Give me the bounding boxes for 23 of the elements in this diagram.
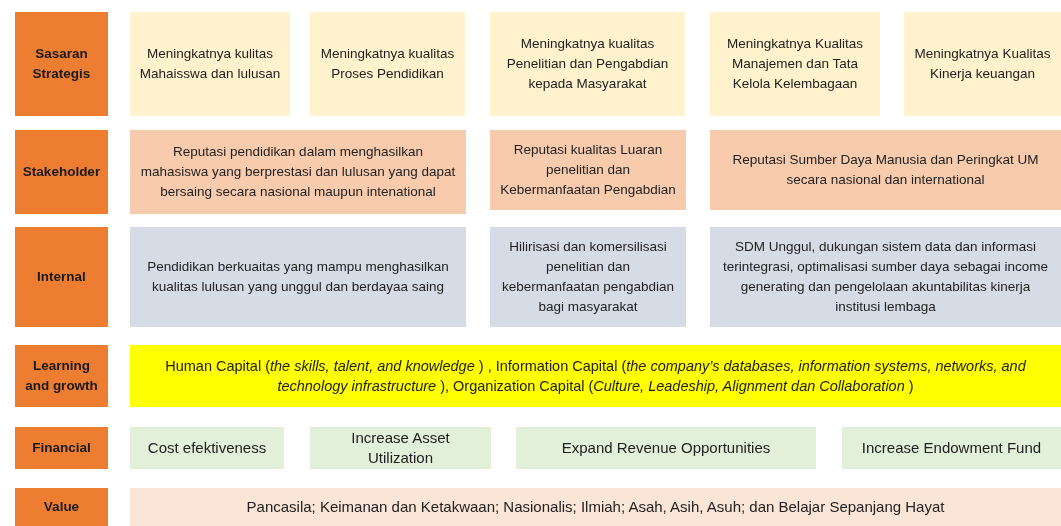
financial-box: Increase Asset Utilization bbox=[310, 427, 491, 469]
financial-box: Cost efektiveness bbox=[130, 427, 284, 469]
row-header: Internal bbox=[15, 227, 108, 327]
row-header: Financial bbox=[15, 427, 108, 469]
internal-process-box: Hilirisasi dan komersilisasi penelitian dan kebermanfaatan pengabdian bagi masyarakat bbox=[490, 227, 686, 327]
learning-growth-band: Human Capital (the skills, talent, and knowledge ) , Information Capital (the company’s databases, information systems, networks, and technology infrastructure ), Organization Capital (Culture, Leadeship, Alignment dan Collaboration ) bbox=[130, 345, 1061, 407]
row-header: Value bbox=[15, 488, 108, 526]
objective-box: Meningkatnya kualitas Proses Pendidikan bbox=[310, 12, 465, 116]
row-header: Sasaran Strategis bbox=[15, 12, 108, 116]
row-header: Stakeholder bbox=[15, 130, 108, 214]
objective-box: Meningkatnya kulitas Mahaisswa dan lulusan bbox=[130, 12, 290, 116]
objective-box: Meningkatnya Kualitas Manajemen dan Tata Kelola Kelembagaan bbox=[710, 12, 880, 116]
value-band: Pancasila; Keimanan dan Ketakwaan; Nasionalis; Ilmiah; Asah, Asih, Asuh; dan Belajar Sepanjang Hayat bbox=[130, 488, 1061, 526]
stakeholder-box: Reputasi Sumber Daya Manusia dan Peringkat UM secara nasional dan international bbox=[710, 130, 1061, 210]
objective-box: Meningkatnya Kualitas Kinerja keuangan bbox=[904, 12, 1061, 116]
stakeholder-box: Reputasi pendidikan dalam menghasilkan mahasiswa yang berprestasi dan lulusan yang dapat bersaing secara nasional maupun intenational bbox=[130, 130, 466, 214]
stakeholder-box: Reputasi kualitas Luaran penelitian dan Kebermanfaatan Pengabdian bbox=[490, 130, 686, 210]
financial-box: Increase Endowment Fund bbox=[842, 427, 1061, 469]
row-header: Learning and growth bbox=[15, 345, 108, 407]
internal-process-box: Pendidikan berkuaitas yang mampu menghasilkan kualitas lulusan yang unggul dan berdayaa saing bbox=[130, 227, 466, 327]
financial-box: Expand Revenue Opportunities bbox=[516, 427, 816, 469]
objective-box: Meningkatnya kualitas Penelitian dan Pengabdian kepada Masyarakat bbox=[490, 12, 685, 116]
internal-process-box: SDM Unggul, dukungan sistem data dan informasi terintegrasi, optimalisasi sumber daya sebagai income generating dan pengelolaan akuntabilitas kinerja institusi lembaga bbox=[710, 227, 1061, 327]
